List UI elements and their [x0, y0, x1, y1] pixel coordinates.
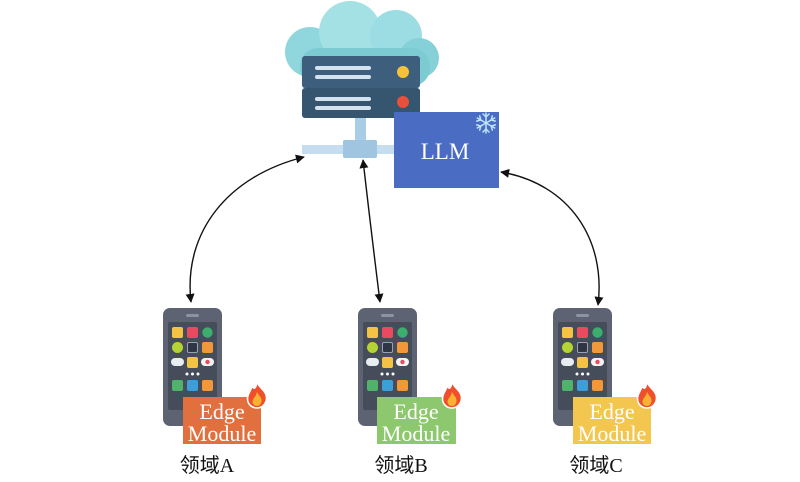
- domain-c: Edge Module 领域C: [553, 308, 658, 477]
- server-icon: [302, 56, 420, 118]
- fire-icon: [441, 381, 463, 409]
- edge-module-line2: Module: [382, 421, 450, 446]
- edge-module-line2: Module: [188, 421, 256, 446]
- domain-b: Edge Module 领域B: [358, 308, 463, 477]
- cloud-server-icon: [285, 1, 439, 158]
- edge-module-line1: Edge: [199, 399, 244, 424]
- domain-a: Edge Module 领域A: [163, 308, 268, 477]
- llm-box: LLM: [394, 112, 499, 188]
- edge-module-box: [377, 397, 456, 444]
- connection-arrow-b: [359, 159, 384, 303]
- connection-arrow-c: [500, 168, 604, 306]
- domain-label: 领域C: [569, 454, 622, 477]
- edge-module-box: [573, 397, 651, 444]
- edge-module-line2: Module: [578, 421, 646, 446]
- edge-module-line1: Edge: [393, 399, 438, 424]
- domain-label: 领域B: [374, 454, 427, 477]
- snowflake-icon: [475, 112, 497, 134]
- domain-label: 领域A: [180, 454, 235, 477]
- edge-module-line1: Edge: [589, 399, 634, 424]
- fire-icon: [636, 381, 658, 409]
- fire-icon: [246, 381, 268, 409]
- connection-arrow-a: [185, 154, 305, 303]
- network-pipe: [302, 118, 398, 158]
- llm-label: LLM: [421, 139, 470, 164]
- llm-box-background: [394, 112, 499, 188]
- edge-module-box: [183, 397, 261, 444]
